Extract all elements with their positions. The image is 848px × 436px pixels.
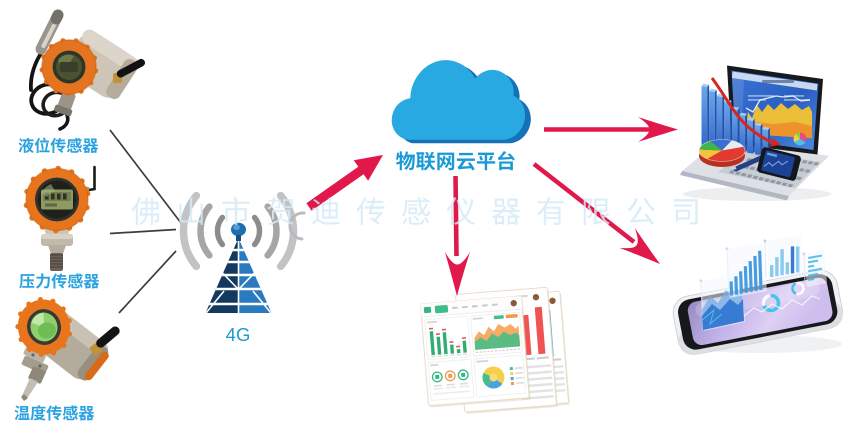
arrow-cloud-to-laptop-head (638, 117, 678, 142)
4g-antenna-tower: 4G 液位传感器 压力传感器 温度传感器 物联网云平台 (14, 9, 843, 422)
pressure-sensor-label-glyphs (19, 273, 100, 289)
temperature-sensor-label: 温度传感器 (14, 404, 94, 422)
laptop-phone (757, 147, 801, 181)
temperature-sensor (15, 297, 120, 401)
cloud-label: 物联网云平台 (395, 150, 515, 173)
laptop-analytics (680, 65, 831, 201)
cloud-label-glyphs (395, 151, 515, 171)
mobile-analytics (672, 235, 843, 355)
4g-label: 4G (226, 324, 251, 345)
sensor-links (109, 129, 182, 314)
temperature-sensor-label-glyphs (14, 405, 95, 421)
watermark-logo-ring (288, 211, 306, 241)
liquid-level-sensor-label-glyphs (18, 137, 99, 153)
iot-cloud (391, 60, 531, 144)
arrow-cloud-to-dashboard-head (444, 251, 470, 296)
arrow-cloud-to-dashboard-shaft (453, 176, 459, 256)
arrow-cloud-to-phone-head (619, 228, 660, 264)
watermark-text: 佛山市贺迪传感仪器有限公司 (131, 196, 716, 229)
watermark-glyphs (131, 197, 698, 225)
arrow-cloud-to-laptop-shaft (544, 127, 650, 132)
pressure-sensor-label: 压力传感器 (19, 272, 99, 290)
arrow-tower-to-cloud (306, 155, 383, 211)
tower-mast (205, 222, 272, 313)
liquid-level-sensor (29, 9, 146, 131)
liquid-level-sensor-label: 液位传感器 (18, 137, 98, 155)
dashboard-screen-front (420, 295, 531, 408)
cloud-shape (391, 60, 526, 140)
pressure-sensor (23, 165, 96, 271)
